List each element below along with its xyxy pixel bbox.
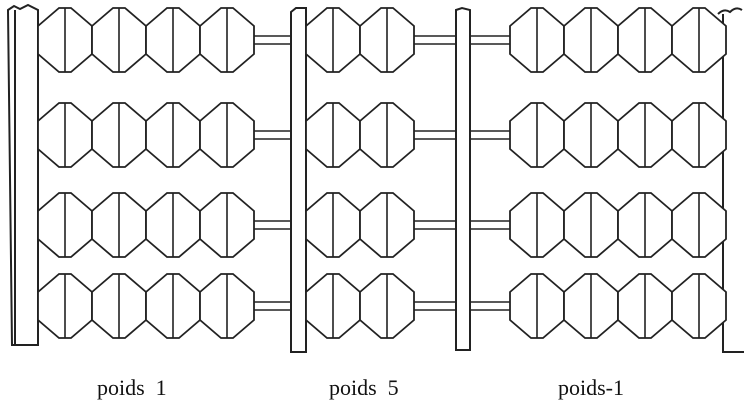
beads [37, 7, 727, 339]
divider-bar-1 [290, 7, 307, 353]
left-frame-bar [6, 3, 39, 346]
label-poids-minus-1: poids-1 [558, 375, 624, 400]
label-poids-1: poids 1 [97, 375, 167, 400]
divider-bar-2 [455, 6, 471, 351]
label-poids-5: poids 5 [329, 375, 399, 400]
